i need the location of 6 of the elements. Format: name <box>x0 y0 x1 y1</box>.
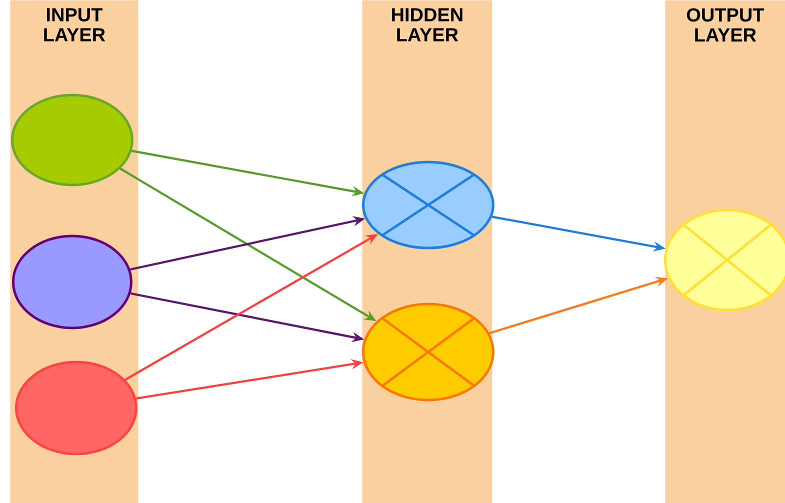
crossed-circle <box>664 208 785 312</box>
node-circle <box>10 94 134 186</box>
node-circle <box>12 234 132 330</box>
crossed-circle <box>362 302 494 402</box>
node-circle <box>14 360 138 456</box>
crossed-circle <box>362 160 494 250</box>
